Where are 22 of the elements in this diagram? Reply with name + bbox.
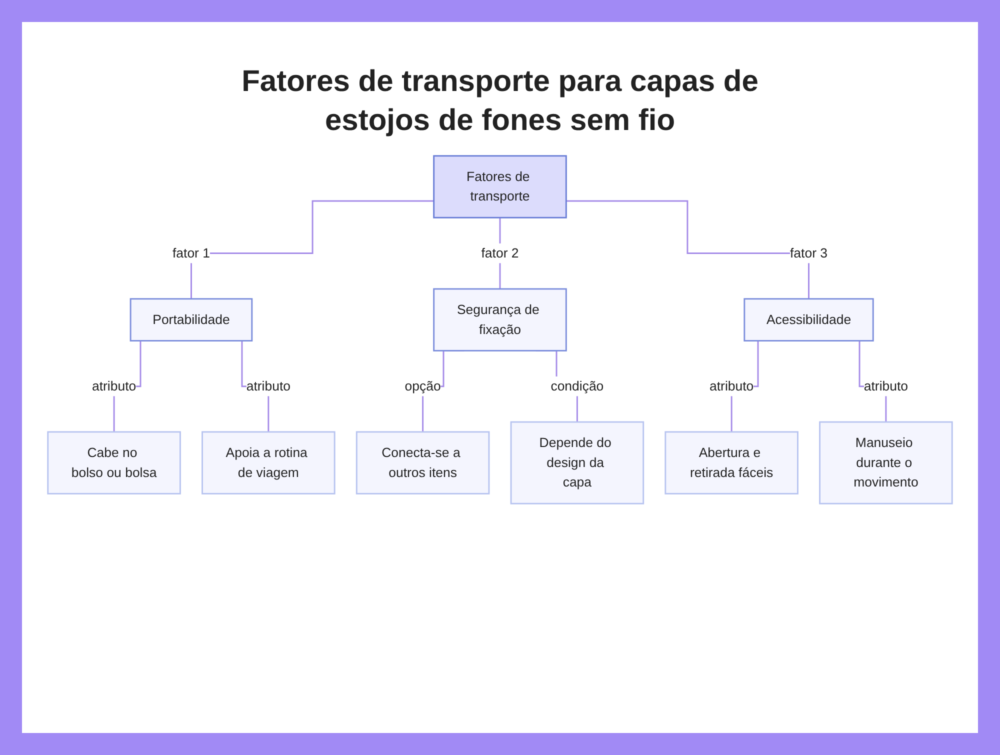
connector xyxy=(566,200,810,300)
node-box: Depende do design da capa xyxy=(510,421,644,504)
node-box: Abertura e retirada fáceis xyxy=(664,431,798,494)
node-box: Segurança de fixação xyxy=(433,288,567,352)
diagram-title: Fatores de transporte para capas de estojos de fones sem fio xyxy=(240,64,760,139)
node-box: Manuseio durante o movimento xyxy=(819,421,953,504)
edge-label: fator 2 xyxy=(481,246,519,260)
edge-label: atributo xyxy=(246,378,290,394)
edge-label: fator 1 xyxy=(172,246,210,260)
node-box: Acessibilidade xyxy=(744,298,874,342)
node-box: Conecta-se a outros itens xyxy=(356,431,490,494)
node-box: Cabe no bolso ou bolsa xyxy=(47,431,181,494)
node-box: Portabilidade xyxy=(130,298,253,342)
edge-label: opção xyxy=(404,378,441,394)
edge-label: atributo xyxy=(92,378,136,394)
node-box: Apoia a rotina de viagem xyxy=(202,431,336,494)
edge-label: condição xyxy=(550,378,604,394)
edge-label: atributo xyxy=(864,378,908,394)
node-box: Fatores de transporte xyxy=(433,155,567,218)
edge-label: fator 3 xyxy=(790,246,828,260)
edge-label: atributo xyxy=(710,378,754,394)
connector xyxy=(190,200,434,300)
